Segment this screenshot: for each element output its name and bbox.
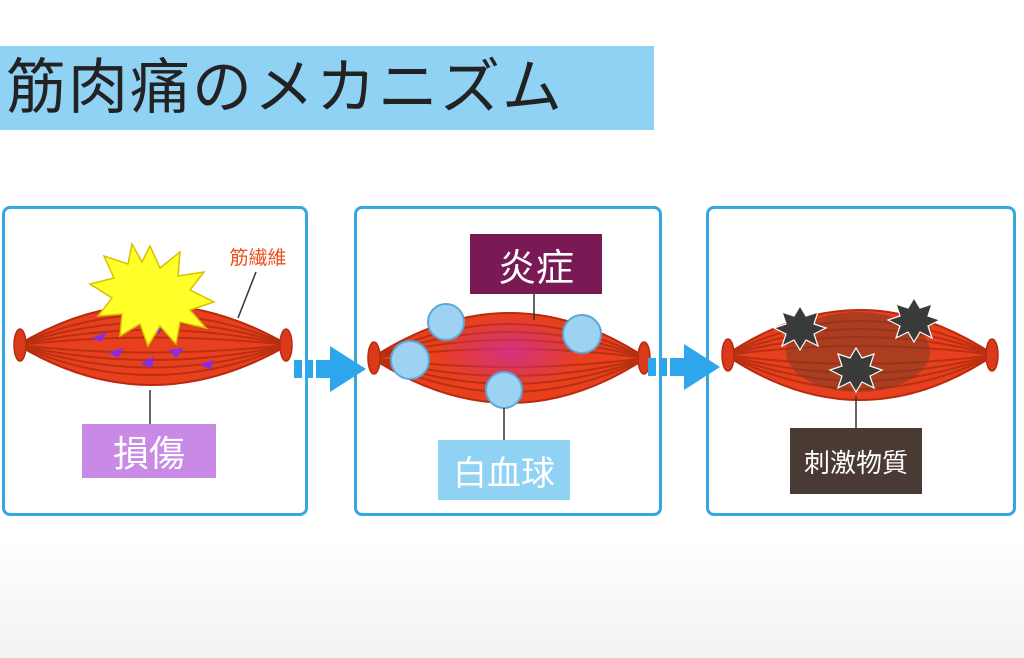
damage-label: 損傷 [82,424,216,478]
damage-marks [92,324,214,370]
stimulant-substance-label: 刺激物質 [790,428,922,494]
page-title: 筋肉痛のメカニズム [6,53,564,123]
title-band [0,46,654,130]
impact-burst-icon [88,241,216,348]
stimulant-particles [772,296,942,394]
fiber-callout-line [237,271,257,319]
background-fade [0,540,1024,658]
arrow-right-icon [294,346,366,392]
white-blood-cells [390,303,602,409]
fiber-callout-label: 筋繊維 [229,246,287,269]
arrow-right-icon [648,344,720,390]
white-blood-cell-label: 白血球 [438,440,570,500]
inflammation-label: 炎症 [470,234,602,294]
